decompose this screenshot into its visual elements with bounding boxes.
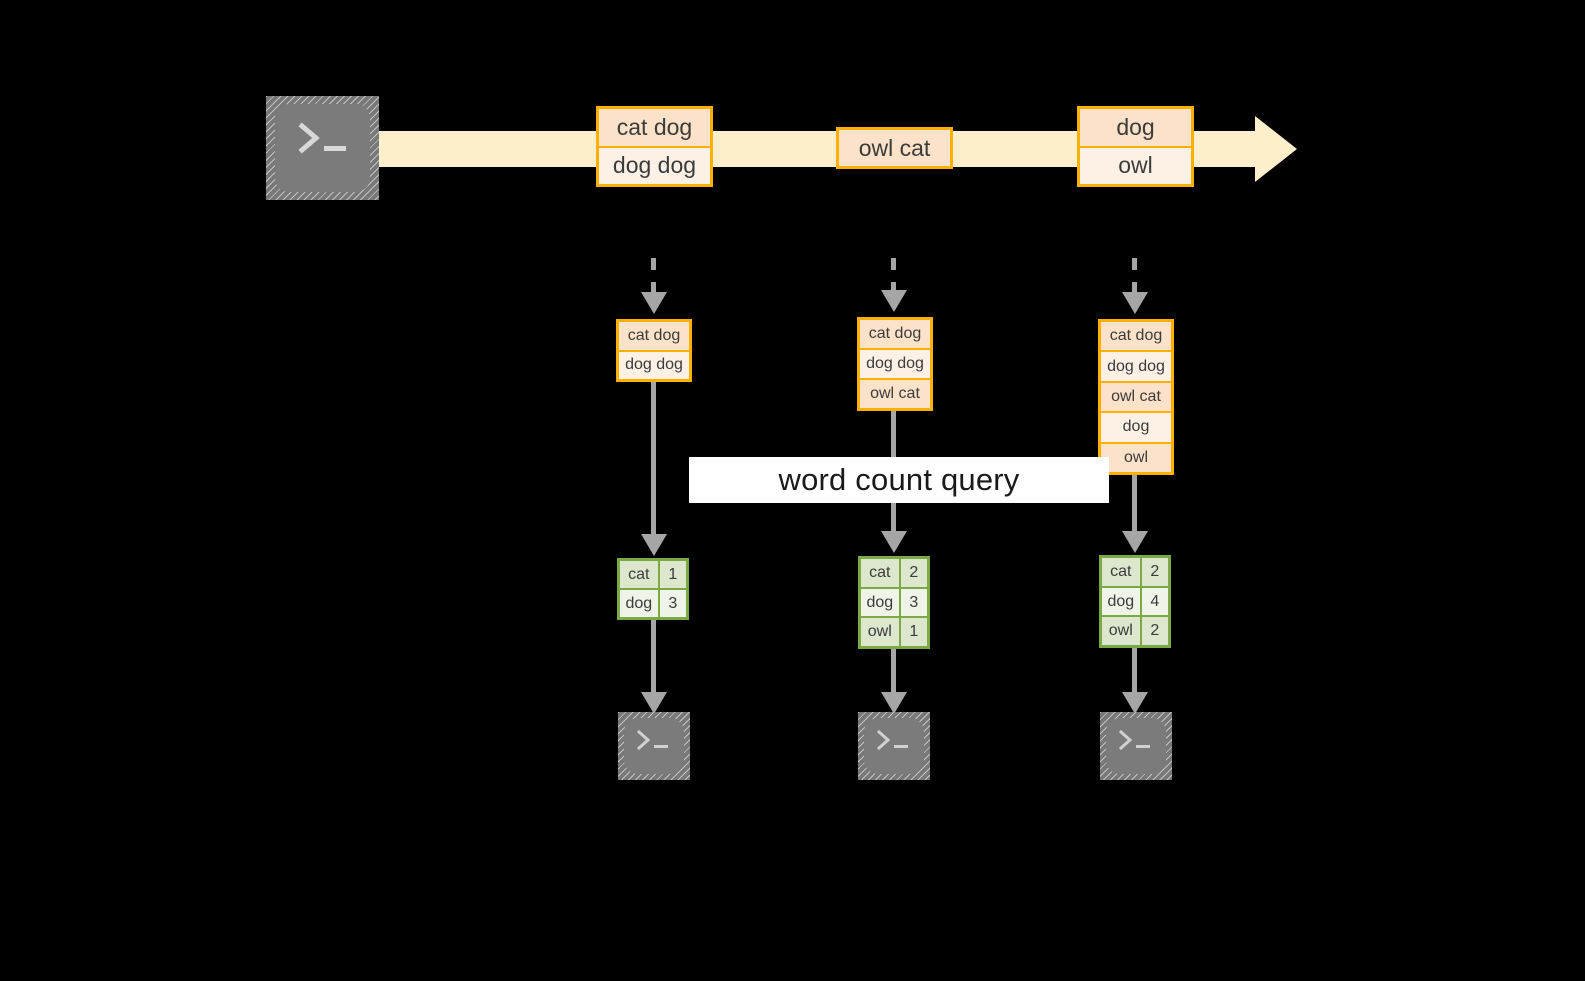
result-row: cat 2 xyxy=(1102,558,1168,588)
state-line: dog xyxy=(1101,413,1171,444)
result-row: dog 3 xyxy=(861,588,927,619)
result-count: 2 xyxy=(1141,617,1168,646)
query-label: word count query xyxy=(689,457,1109,503)
result-row: cat 2 xyxy=(861,559,927,589)
state-line: cat dog xyxy=(860,320,930,350)
dashed-connector-3 xyxy=(1132,258,1137,292)
source-terminal-icon xyxy=(266,96,379,200)
result-word: dog xyxy=(620,590,660,617)
record-line: owl xyxy=(1080,147,1191,184)
state-line: dog dog xyxy=(860,350,930,380)
state-line: cat dog xyxy=(1101,322,1171,353)
result-word: owl xyxy=(1102,617,1142,646)
arrowhead-icon xyxy=(881,290,907,312)
result-row: dog 3 xyxy=(620,590,686,617)
query-connector-3 xyxy=(1132,475,1137,531)
arrowhead-icon xyxy=(641,292,667,314)
dashed-connector-1 xyxy=(651,258,656,292)
state-line: dog dog xyxy=(1101,352,1171,383)
arrowhead-icon xyxy=(1122,692,1148,714)
arrowhead-icon xyxy=(641,534,667,556)
arrowhead-icon xyxy=(641,692,667,714)
state-1[interactable]: cat dog dog dog xyxy=(616,319,692,382)
state-line: owl cat xyxy=(1101,382,1171,414)
state-line: dog dog xyxy=(619,351,689,379)
result-count: 4 xyxy=(1141,587,1168,616)
result-word: cat xyxy=(861,559,901,587)
result-count: 3 xyxy=(659,590,686,617)
record-line: owl cat xyxy=(839,130,950,166)
state-line: owl cat xyxy=(860,380,930,408)
state-3[interactable]: cat dog dog dog owl cat dog owl xyxy=(1098,319,1174,475)
result-word: cat xyxy=(1102,558,1142,586)
sink-connector-3 xyxy=(1132,648,1137,692)
state-line: owl xyxy=(1101,443,1171,473)
arrowhead-icon xyxy=(1122,292,1148,314)
dashed-connector-2 xyxy=(891,258,896,290)
result-count: 2 xyxy=(1141,558,1168,586)
sink-connector-2 xyxy=(891,649,896,692)
result-row: owl 1 xyxy=(861,618,927,647)
result-word: owl xyxy=(861,618,901,647)
query-connector-1 xyxy=(651,382,656,534)
result-word: dog xyxy=(861,588,901,617)
result-2[interactable]: cat 2 dog 3 owl 1 xyxy=(858,556,930,649)
arrowhead-icon xyxy=(1122,531,1148,553)
result-count: 2 xyxy=(900,559,927,587)
result-word: dog xyxy=(1102,587,1142,616)
record-line: dog dog xyxy=(599,147,710,184)
result-count: 3 xyxy=(900,588,927,617)
stream-arrowhead-icon xyxy=(1255,116,1297,182)
state-2[interactable]: cat dog dog dog owl cat xyxy=(857,317,933,411)
stream-batch-2[interactable]: owl cat xyxy=(836,127,953,169)
result-1[interactable]: cat 1 dog 3 xyxy=(617,558,689,620)
arrowhead-icon xyxy=(881,531,907,553)
sink-connector-1 xyxy=(651,620,656,692)
stream-batch-3[interactable]: dog owl xyxy=(1077,106,1194,187)
result-row: dog 4 xyxy=(1102,587,1168,618)
record-line: cat dog xyxy=(599,109,710,148)
record-line: dog xyxy=(1080,109,1191,148)
stream-batch-1[interactable]: cat dog dog dog xyxy=(596,106,713,187)
arrowhead-icon xyxy=(881,692,907,714)
sink-terminal-icon-2 xyxy=(858,712,930,780)
result-row: cat 1 xyxy=(620,561,686,590)
result-count: 1 xyxy=(659,561,686,588)
result-count: 1 xyxy=(900,618,927,647)
result-3[interactable]: cat 2 dog 4 owl 2 xyxy=(1099,555,1171,648)
sink-terminal-icon-3 xyxy=(1100,712,1172,780)
result-row: owl 2 xyxy=(1102,617,1168,646)
state-line: cat dog xyxy=(619,322,689,352)
sink-terminal-icon-1 xyxy=(618,712,690,780)
result-word: cat xyxy=(620,561,660,588)
